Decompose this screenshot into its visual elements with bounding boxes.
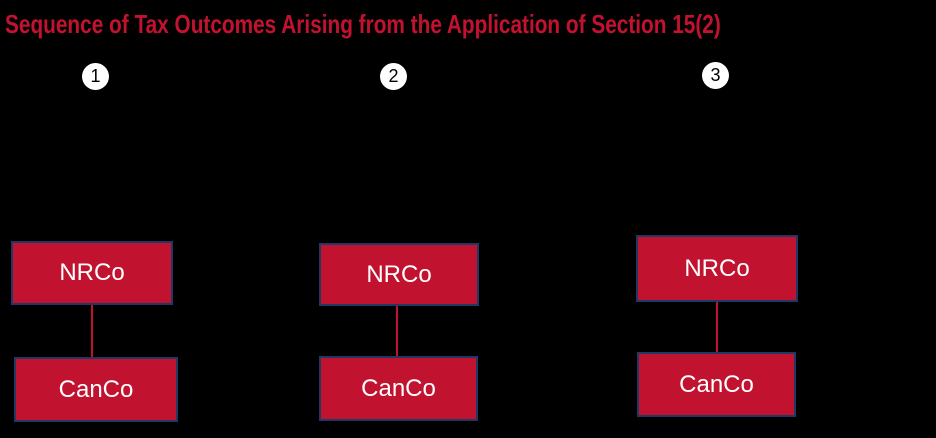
step-badge-2: 2	[380, 63, 407, 90]
entity-box-nrco-1: NRCo	[11, 241, 173, 305]
step-number: 1	[90, 66, 101, 86]
entity-label: CanCo	[679, 370, 754, 398]
step-badge-3: 3	[702, 62, 729, 89]
step-number: 3	[710, 65, 721, 85]
ownership-connector-3	[716, 302, 718, 352]
step-badge-1: 1	[82, 63, 109, 90]
entity-box-canco-2: CanCo	[319, 356, 478, 421]
slide-title: Sequence of Tax Outcomes Arising from th…	[5, 9, 721, 39]
entity-label: NRCo	[684, 254, 750, 282]
entity-label: NRCo	[59, 259, 125, 286]
entity-label: CanCo	[58, 375, 134, 403]
step-number: 2	[388, 66, 399, 86]
ownership-connector-2	[396, 306, 398, 356]
ownership-connector-1	[91, 305, 93, 357]
entity-label: NRCo	[366, 260, 432, 288]
entity-box-canco-3: CanCo	[637, 352, 796, 417]
entity-box-nrco-3: NRCo	[636, 235, 798, 302]
entity-box-nrco-2: NRCo	[319, 243, 479, 306]
entity-label: CanCo	[361, 374, 436, 402]
entity-box-canco-1: CanCo	[14, 357, 178, 422]
